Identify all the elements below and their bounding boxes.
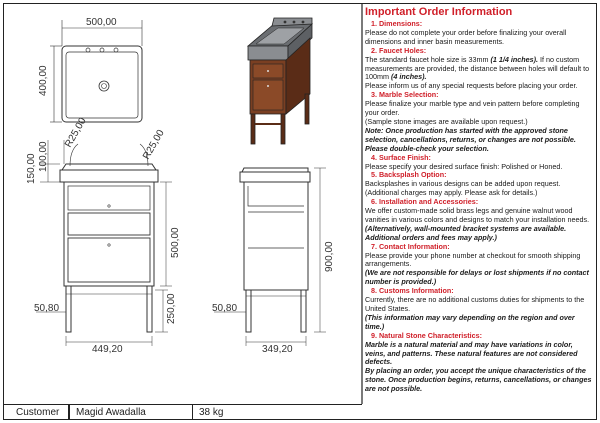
faucet-hole-right [113,47,119,53]
top-outline [61,45,143,123]
side-cabinet [243,181,309,291]
section-stone-text: Marble is a natural material and may hav… [365,339,578,367]
section-installation-note: (Alternatively, wall-mounted bracket sys… [365,223,567,242]
section-backsplash-title: 5. Backsplash Option: [371,170,447,180]
section-stone-title: 9. Natural Stone Characteristics: [371,330,483,340]
dim-top-depth: 400,00 [38,65,49,96]
section-marble-text: Please finalize your marble type and vei… [365,99,580,118]
drain-outer [98,80,110,92]
section-faucet-note: Please inform us of any special requests… [365,81,578,91]
section-dimensions-text: Please do not complete your order before… [365,27,567,46]
section-marble-note: (Sample stone images are available upon … [365,116,528,126]
section-faucet-title: 2. Faucet Holes: [371,45,427,55]
section-backsplash-text: Backsplashes in various designs can be a… [365,179,561,198]
section-marble-check: Please double-check your selection. [365,143,489,153]
faucet-hole-left [85,47,91,53]
info-title: Important Order Information [365,6,513,18]
side-leg-left [245,289,252,333]
dim-front-width: 449,20 [92,344,123,355]
drain-inner [101,83,107,89]
customer-label: Customer [16,406,60,418]
dim-front-height: 500,00 [170,227,181,258]
front-view [36,140,172,346]
customer-name: Magid Awadalla [76,406,146,418]
section-contact-title: 7. Contact Information: [371,241,450,251]
side-countertop [239,171,311,183]
dim-radius-left: R25,00 [63,116,89,150]
section-marble-warning: Note: Once production has started with t… [365,125,576,144]
dim-side-width: 349,20 [262,344,293,355]
top-view [50,20,143,123]
front-countertop [59,169,159,183]
side-view [214,167,326,346]
front-leg-left [65,285,72,333]
section-faucet-text: The standard faucet hole size is 33mm (1… [365,54,590,82]
order-info-panel: Important Order Information 1. Dimension… [365,6,593,420]
dim-side-leg-width: 50,80 [212,303,237,314]
section-stone-acceptance: By placing an order, you accept the uniq… [365,366,592,394]
section-contact-note: (We are not responsible for delays or lo… [365,268,589,287]
section-marble-title: 3. Marble Selection: [371,90,439,100]
dim-side-height: 900,00 [324,241,335,272]
front-basin-recess [67,185,151,211]
section-customs-title: 8. Customs Information: [371,286,454,296]
section-contact-text: Please provide your phone number at chec… [365,250,581,269]
dim-backsplash-height: 100,00 [38,141,49,172]
section-finish-title: 4. Surface Finish: [371,152,431,162]
side-leg-right [300,289,307,333]
dim-leg-height: 250,00 [166,293,177,324]
section-customs-note: (This information may vary depending on … [365,312,575,331]
dim-leg-width: 50,80 [34,303,59,314]
vanity-3d-render [246,17,314,145]
customer-label-cell: Customer [3,404,69,420]
dim-top-height: 150,00 [26,153,37,184]
weight: 38 kg [199,406,224,418]
front-drawer-top [67,212,151,236]
front-leg-right [146,285,153,333]
front-drawer-bottom [67,237,151,283]
section-customs-text: Currently, there are no additional custo… [365,295,585,313]
section-dimensions-title: 1. Dimensions: [371,19,423,28]
dim-top-width: 500,00 [86,17,117,28]
customer-name-cell: Magid Awadalla [69,404,193,420]
section-installation-text: We offer custom-made solid brass legs an… [365,206,590,224]
section-finish-text: Please specify your desired surface fini… [365,161,563,171]
front-cabinet [63,181,155,287]
dim-radius-right: R25,00 [141,128,167,162]
weight-cell: 38 kg [193,404,362,420]
faucet-hole-center [99,47,105,53]
section-installation-title: 6. Installation and Accessories: [371,197,479,207]
